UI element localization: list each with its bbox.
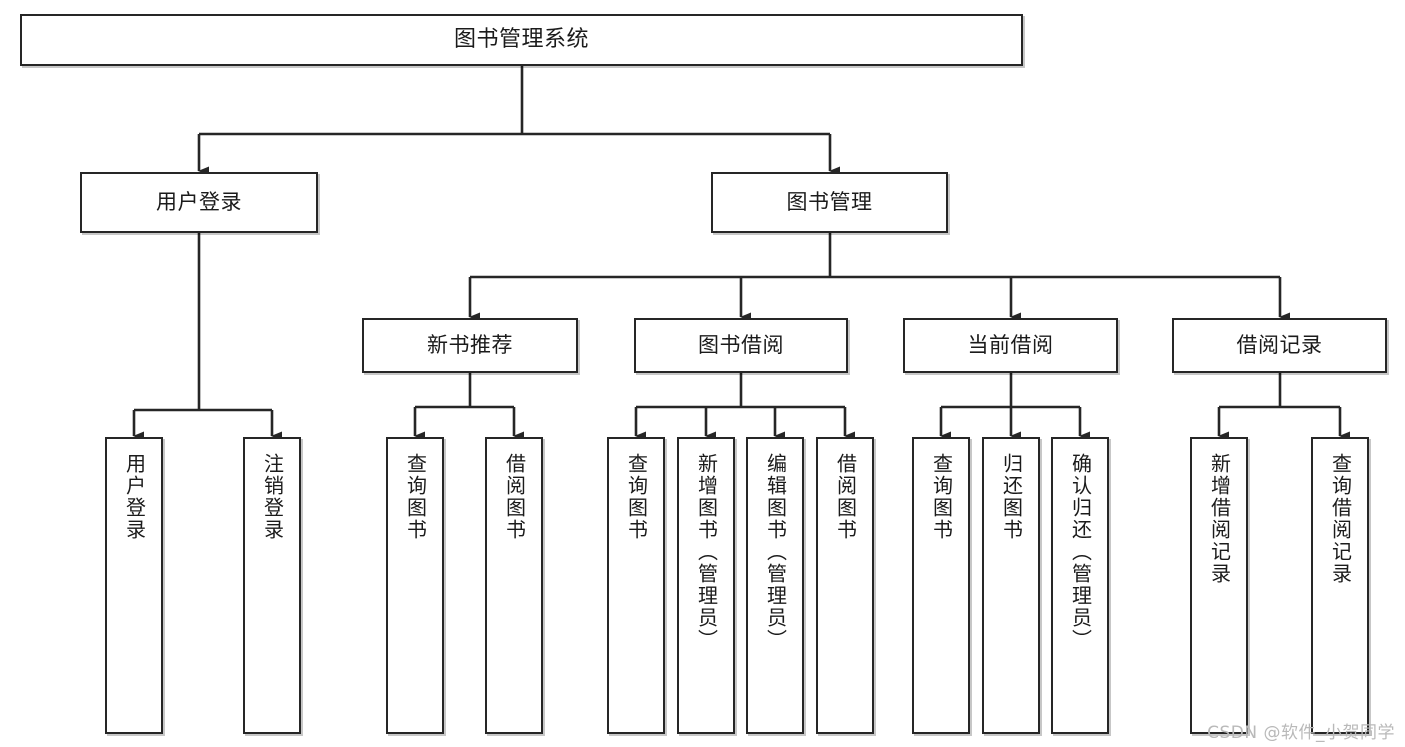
- node-leaf_query_book_rec[interactable]: 查询图书: [386, 437, 444, 734]
- node-leaf_logout[interactable]: 注销登录: [243, 437, 301, 734]
- node-label: 注销登录: [260, 453, 285, 541]
- node-label: 查询借阅记录: [1328, 453, 1353, 585]
- node-leaf_add_record[interactable]: 新增借阅记录: [1190, 437, 1248, 734]
- node-leaf_borrow_book_rec[interactable]: 借阅图书: [485, 437, 543, 734]
- node-label: 用户登录: [156, 190, 242, 215]
- csdn-watermark: CSDN @软件_小贺同学: [1207, 723, 1395, 743]
- node-label: 用户登录: [122, 453, 147, 541]
- node-label: 借阅图书: [833, 453, 858, 541]
- node-leaf_user_login[interactable]: 用户登录: [105, 437, 163, 734]
- node-label: 当前借阅: [967, 333, 1054, 358]
- node-label: 新增借阅记录: [1207, 453, 1232, 585]
- node-label: 图书借阅: [698, 333, 784, 358]
- node-label: 新增图书（管理员）: [694, 453, 719, 651]
- node-borrow_record[interactable]: 借阅记录: [1172, 318, 1387, 373]
- node-label: 确认归还（管理员）: [1068, 453, 1093, 651]
- node-root[interactable]: 图书管理系统: [20, 14, 1023, 66]
- node-label: 查询图书: [624, 453, 649, 541]
- node-new_book_rec[interactable]: 新书推荐: [362, 318, 578, 373]
- node-label: 新书推荐: [427, 333, 513, 358]
- node-label: 编辑图书（管理员）: [763, 453, 788, 651]
- node-leaf_return_book[interactable]: 归还图书: [982, 437, 1040, 734]
- node-leaf_edit_book[interactable]: 编辑图书（管理员）: [746, 437, 804, 734]
- node-leaf_query_record[interactable]: 查询借阅记录: [1311, 437, 1369, 734]
- node-user_login[interactable]: 用户登录: [80, 172, 318, 233]
- node-label: 图书管理系统: [453, 27, 589, 53]
- node-label: 查询图书: [403, 453, 428, 541]
- node-book_mgmt[interactable]: 图书管理: [711, 172, 948, 233]
- node-leaf_query_book_b[interactable]: 查询图书: [607, 437, 665, 734]
- node-leaf_query_book_c[interactable]: 查询图书: [912, 437, 970, 734]
- node-label: 借阅图书: [502, 453, 527, 541]
- node-leaf_add_book[interactable]: 新增图书（管理员）: [677, 437, 735, 734]
- node-label: 借阅记录: [1236, 333, 1323, 358]
- node-leaf_confirm_return[interactable]: 确认归还（管理员）: [1051, 437, 1109, 734]
- node-label: 归还图书: [999, 453, 1024, 541]
- node-leaf_borrow_book_b[interactable]: 借阅图书: [816, 437, 874, 734]
- node-label: 查询图书: [929, 453, 954, 541]
- node-label: 图书管理: [786, 190, 873, 215]
- node-current_borrow[interactable]: 当前借阅: [903, 318, 1118, 373]
- node-book_borrow[interactable]: 图书借阅: [634, 318, 848, 373]
